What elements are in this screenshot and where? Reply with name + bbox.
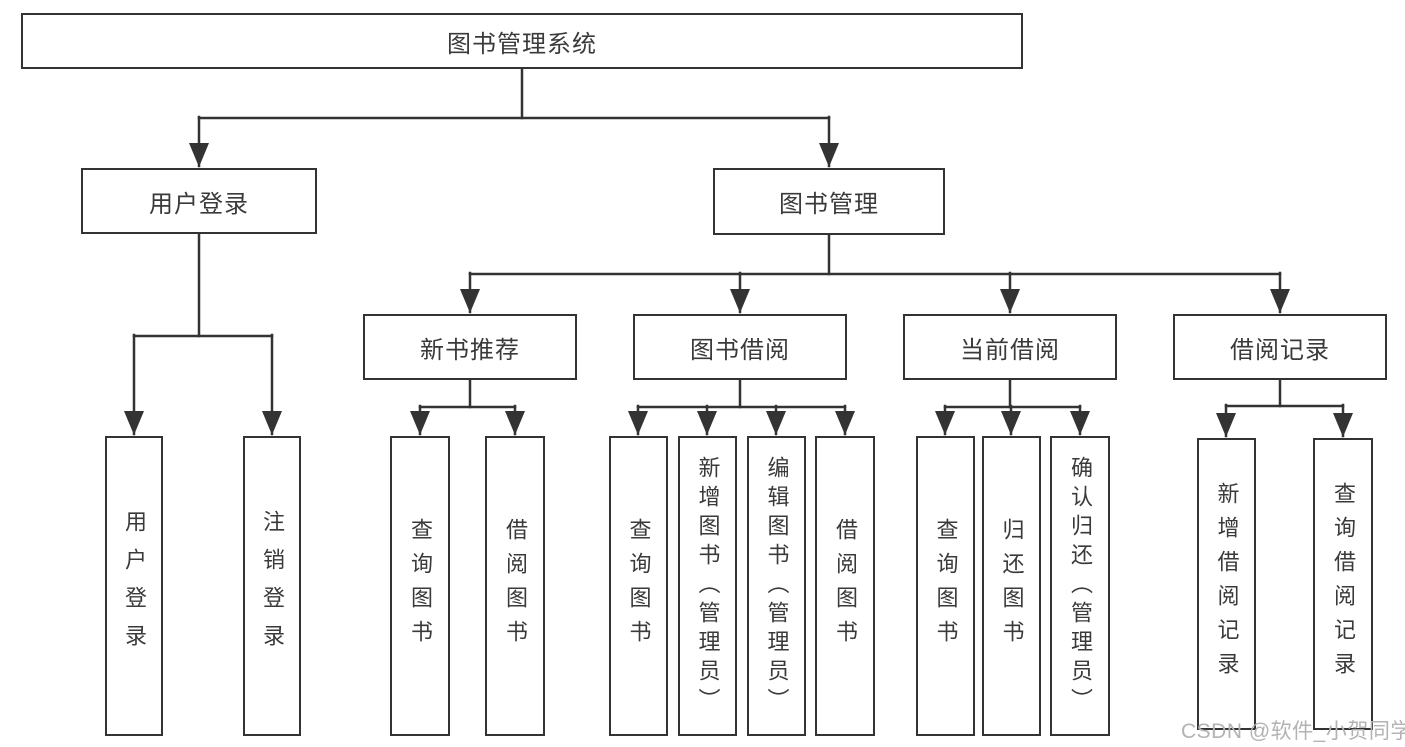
leaf-query-borrow-record-label: 查询借阅记录 <box>1331 482 1356 686</box>
branch-user-login-label: 用户登录 <box>149 190 249 218</box>
node-leaf-confirm-return-admin: 确认归还（管理员） <box>1050 436 1110 736</box>
node-leaf-query-borrow-record: 查询借阅记录 <box>1313 438 1373 730</box>
leaf-add-book-admin-label: 新增图书（管理员） <box>695 455 721 717</box>
group-current-borrow-label: 当前借阅 <box>960 336 1060 364</box>
node-leaf-query-books-1: 查询图书 <box>390 436 450 736</box>
node-leaf-query-books-3: 查询图书 <box>916 436 975 736</box>
group-borrow-records-label: 借阅记录 <box>1230 336 1330 364</box>
connector-group <box>124 67 1353 438</box>
node-root-label: 图书管理系统 <box>447 30 597 58</box>
leaf-add-borrow-record-label: 新增借阅记录 <box>1214 482 1240 686</box>
leaf-user-login-label: 用户登录 <box>122 510 147 662</box>
node-leaf-borrow-books-1: 借阅图书 <box>485 436 545 736</box>
node-group-borrow-records: 借阅记录 <box>1173 314 1387 380</box>
csdn-watermark: CSDN @软件_小贺同学 <box>1181 720 1405 743</box>
branch-book-management-label: 图书管理 <box>779 191 879 218</box>
leaf-edit-book-admin-label: 编辑图书（管理员） <box>764 455 790 717</box>
leaf-borrow-books-2-label: 借阅图书 <box>833 518 858 654</box>
node-root: 图书管理系统 <box>21 13 1023 69</box>
group-new-book-recommend-label: 新书推荐 <box>420 336 520 364</box>
group-book-borrow-label: 图书借阅 <box>690 336 790 364</box>
node-leaf-borrow-books-2: 借阅图书 <box>815 436 875 736</box>
leaf-confirm-return-admin-label: 确认归还（管理员） <box>1068 455 1093 717</box>
node-branch-user-login: 用户登录 <box>81 168 317 234</box>
leaf-query-books-2-label: 查询图书 <box>626 518 652 654</box>
node-leaf-add-book-admin: 新增图书（管理员） <box>678 436 737 736</box>
node-leaf-logout: 注销登录 <box>243 436 301 736</box>
node-group-book-borrow: 图书借阅 <box>633 314 847 380</box>
node-leaf-edit-book-admin: 编辑图书（管理员） <box>747 436 806 736</box>
leaf-query-books-3-label: 查询图书 <box>933 518 959 654</box>
leaf-logout-label: 注销登录 <box>260 510 285 662</box>
node-group-current-borrow: 当前借阅 <box>903 314 1117 380</box>
node-group-new-book-recommend: 新书推荐 <box>363 314 577 380</box>
leaf-query-books-1-label: 查询图书 <box>408 518 433 654</box>
node-leaf-user-login: 用户登录 <box>105 436 163 736</box>
leaf-borrow-books-1-label: 借阅图书 <box>503 518 528 654</box>
node-leaf-add-borrow-record: 新增借阅记录 <box>1197 438 1256 730</box>
node-leaf-query-books-2: 查询图书 <box>609 436 668 736</box>
node-branch-book-management: 图书管理 <box>713 168 945 235</box>
leaf-return-book-label: 归还图书 <box>999 518 1025 654</box>
node-leaf-return-book: 归还图书 <box>982 436 1041 736</box>
